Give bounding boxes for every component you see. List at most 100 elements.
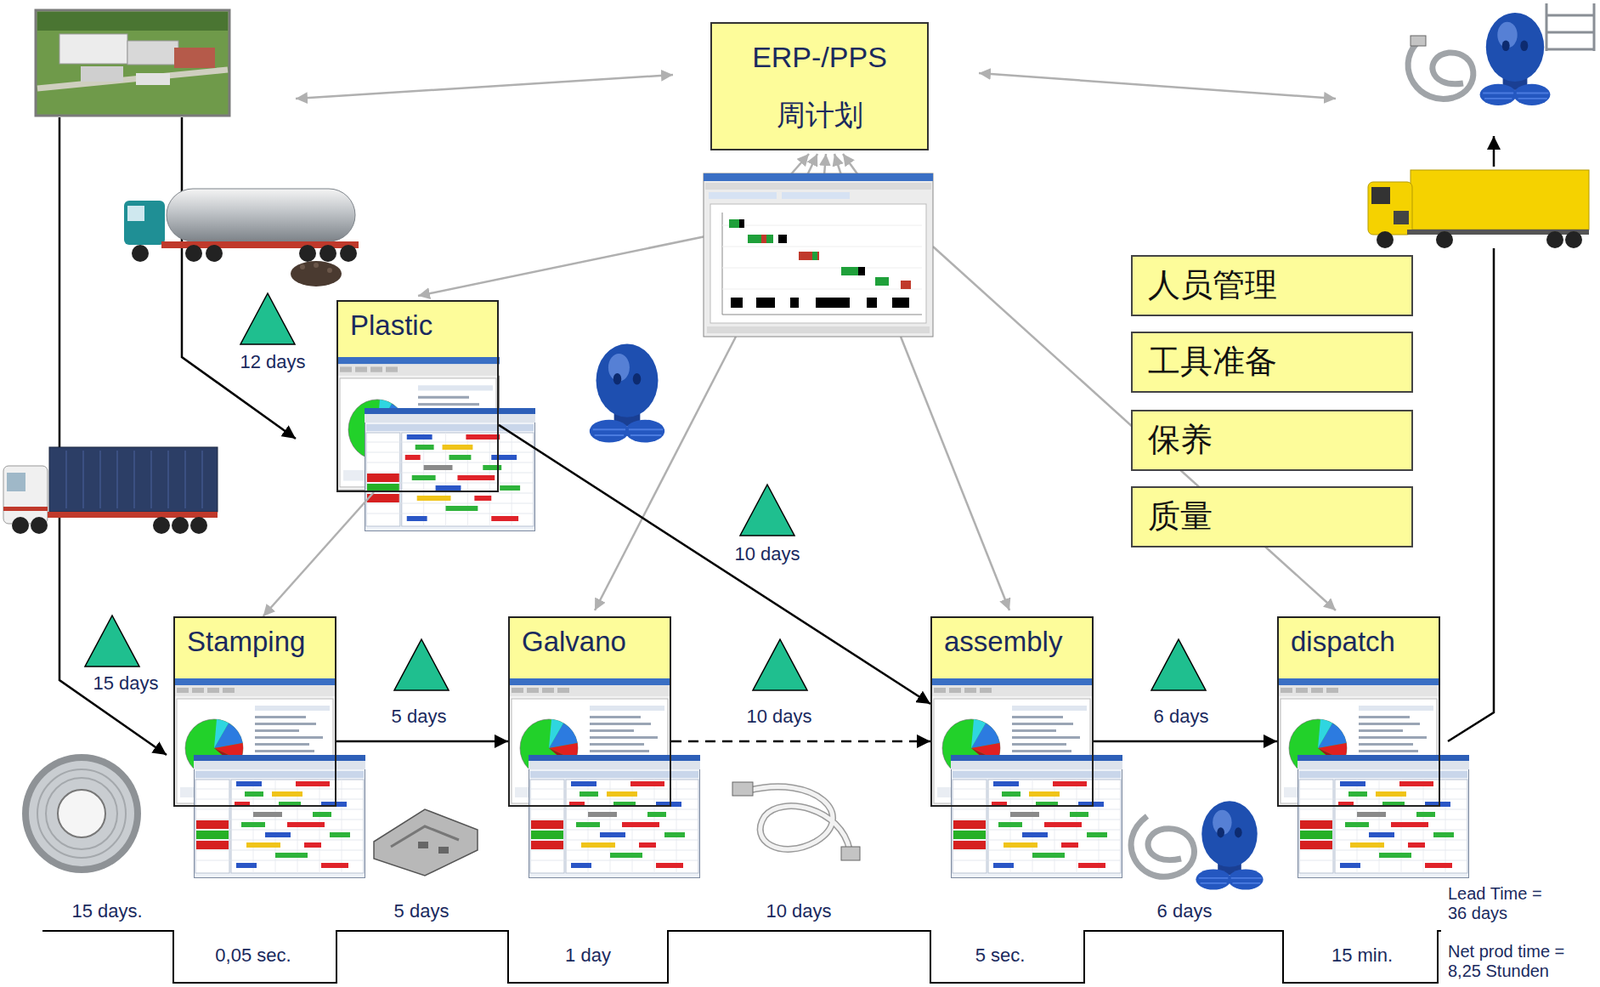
planning-screenshot — [747, 234, 774, 244]
product-figure — [1546, 3, 1595, 51]
usb-cable — [747, 785, 850, 850]
inventory-triangle — [84, 293, 1206, 690]
time-label: 1 day — [565, 944, 611, 967]
inventory-triangle — [740, 484, 795, 536]
planning-screenshot — [781, 192, 850, 199]
info-flow-line — [824, 153, 826, 176]
info-flow-line — [807, 153, 818, 176]
process-box: Stamping — [173, 616, 337, 807]
process-screenshot — [193, 754, 366, 878]
planning-screenshot — [900, 280, 911, 289]
product-figure — [1130, 815, 1194, 877]
planning-screenshot — [706, 326, 930, 334]
planning-screenshot — [841, 266, 859, 276]
steel-coil — [45, 777, 118, 849]
product-figure — [1195, 800, 1263, 889]
info-flow-line — [978, 73, 1336, 99]
factory-photo — [37, 11, 228, 31]
time-label: 15 days. — [71, 899, 142, 922]
tanker-truck — [299, 264, 306, 270]
flow-arrow — [263, 491, 374, 617]
container-truck — [11, 516, 29, 534]
delivery-truck — [1436, 231, 1454, 249]
product-figure — [1410, 35, 1426, 46]
info-flow-line — [900, 336, 1010, 611]
summary-label: Lead Time = 36 days — [1447, 883, 1544, 923]
planning-screenshot — [892, 297, 910, 308]
process-screenshot — [528, 754, 701, 878]
usb-contact — [373, 808, 478, 876]
flow-arrow — [671, 740, 931, 743]
process-screenshot — [1297, 754, 1470, 878]
function-box: 保养 — [1130, 409, 1414, 471]
flow-arrow — [336, 740, 509, 743]
planning-screenshot — [790, 297, 799, 308]
material-flow-line — [1492, 135, 1496, 167]
function-box: 质量 — [1130, 486, 1414, 548]
delivery-truck — [1368, 181, 1413, 235]
planning-screenshot — [705, 182, 932, 190]
usb-contact — [373, 808, 478, 876]
container-truck — [152, 516, 170, 534]
tanker-truck — [313, 262, 319, 268]
container-truck — [66, 450, 203, 509]
planning-screenshot — [729, 219, 745, 228]
delivery-truck — [1368, 169, 1589, 249]
container-truck — [49, 446, 218, 512]
tanker-truck — [127, 205, 145, 221]
box-text: 质量 — [1147, 497, 1213, 537]
tanker-truck — [327, 267, 333, 273]
tanker-truck — [339, 244, 357, 262]
usb-contact — [418, 841, 429, 849]
process-box: assembly — [930, 616, 1094, 807]
time-label: 12 days — [239, 350, 306, 374]
delivery-truck — [1393, 210, 1409, 225]
container-truck — [6, 472, 26, 492]
container-truck — [190, 516, 208, 534]
steel-coil — [28, 760, 135, 866]
inventory-triangle — [394, 638, 449, 690]
time-label: 5 days — [394, 899, 450, 922]
info-flow-line — [834, 153, 842, 176]
info-flow-line — [790, 153, 809, 176]
planning-screenshot — [708, 192, 777, 199]
tanker-truck — [124, 188, 359, 287]
box-text: ERP-/PPS — [751, 39, 888, 75]
planning-screenshot — [875, 277, 889, 286]
time-label: 10 days — [746, 705, 812, 728]
planning-screenshot — [761, 234, 767, 244]
planning-screenshot — [858, 266, 866, 276]
planning-screenshot — [798, 251, 820, 261]
factory-photo — [174, 47, 215, 68]
tanker-truck — [319, 244, 337, 262]
delivery-truck — [1565, 231, 1583, 249]
time-label: 5 days — [391, 705, 447, 728]
container-truck — [3, 446, 218, 534]
planning-screenshot — [756, 297, 775, 308]
tanker-truck — [205, 244, 223, 262]
factory-photo — [35, 10, 230, 116]
planning-screenshot — [815, 297, 850, 308]
planning-screenshot — [812, 251, 818, 261]
process-screenshot — [364, 407, 536, 532]
tanker-truck — [299, 244, 317, 262]
inventory-triangle — [1151, 638, 1206, 690]
time-label: 0,05 sec. — [214, 944, 291, 967]
steel-coil — [57, 789, 106, 837]
timeline — [42, 930, 1442, 983]
factory-photo — [135, 73, 170, 85]
function-box: 工具准备 — [1130, 331, 1414, 393]
factory-photo — [127, 40, 179, 65]
box-text: Stamping — [186, 624, 306, 659]
planning-screenshot — [722, 212, 922, 315]
info-flow-line — [418, 234, 714, 296]
box-text: Plastic — [350, 308, 433, 343]
tanker-truck — [166, 188, 356, 242]
process-screenshot — [173, 356, 1470, 878]
process-box: Galvano — [508, 616, 672, 807]
container-truck — [3, 506, 48, 511]
box-text: Galvano — [521, 624, 627, 659]
